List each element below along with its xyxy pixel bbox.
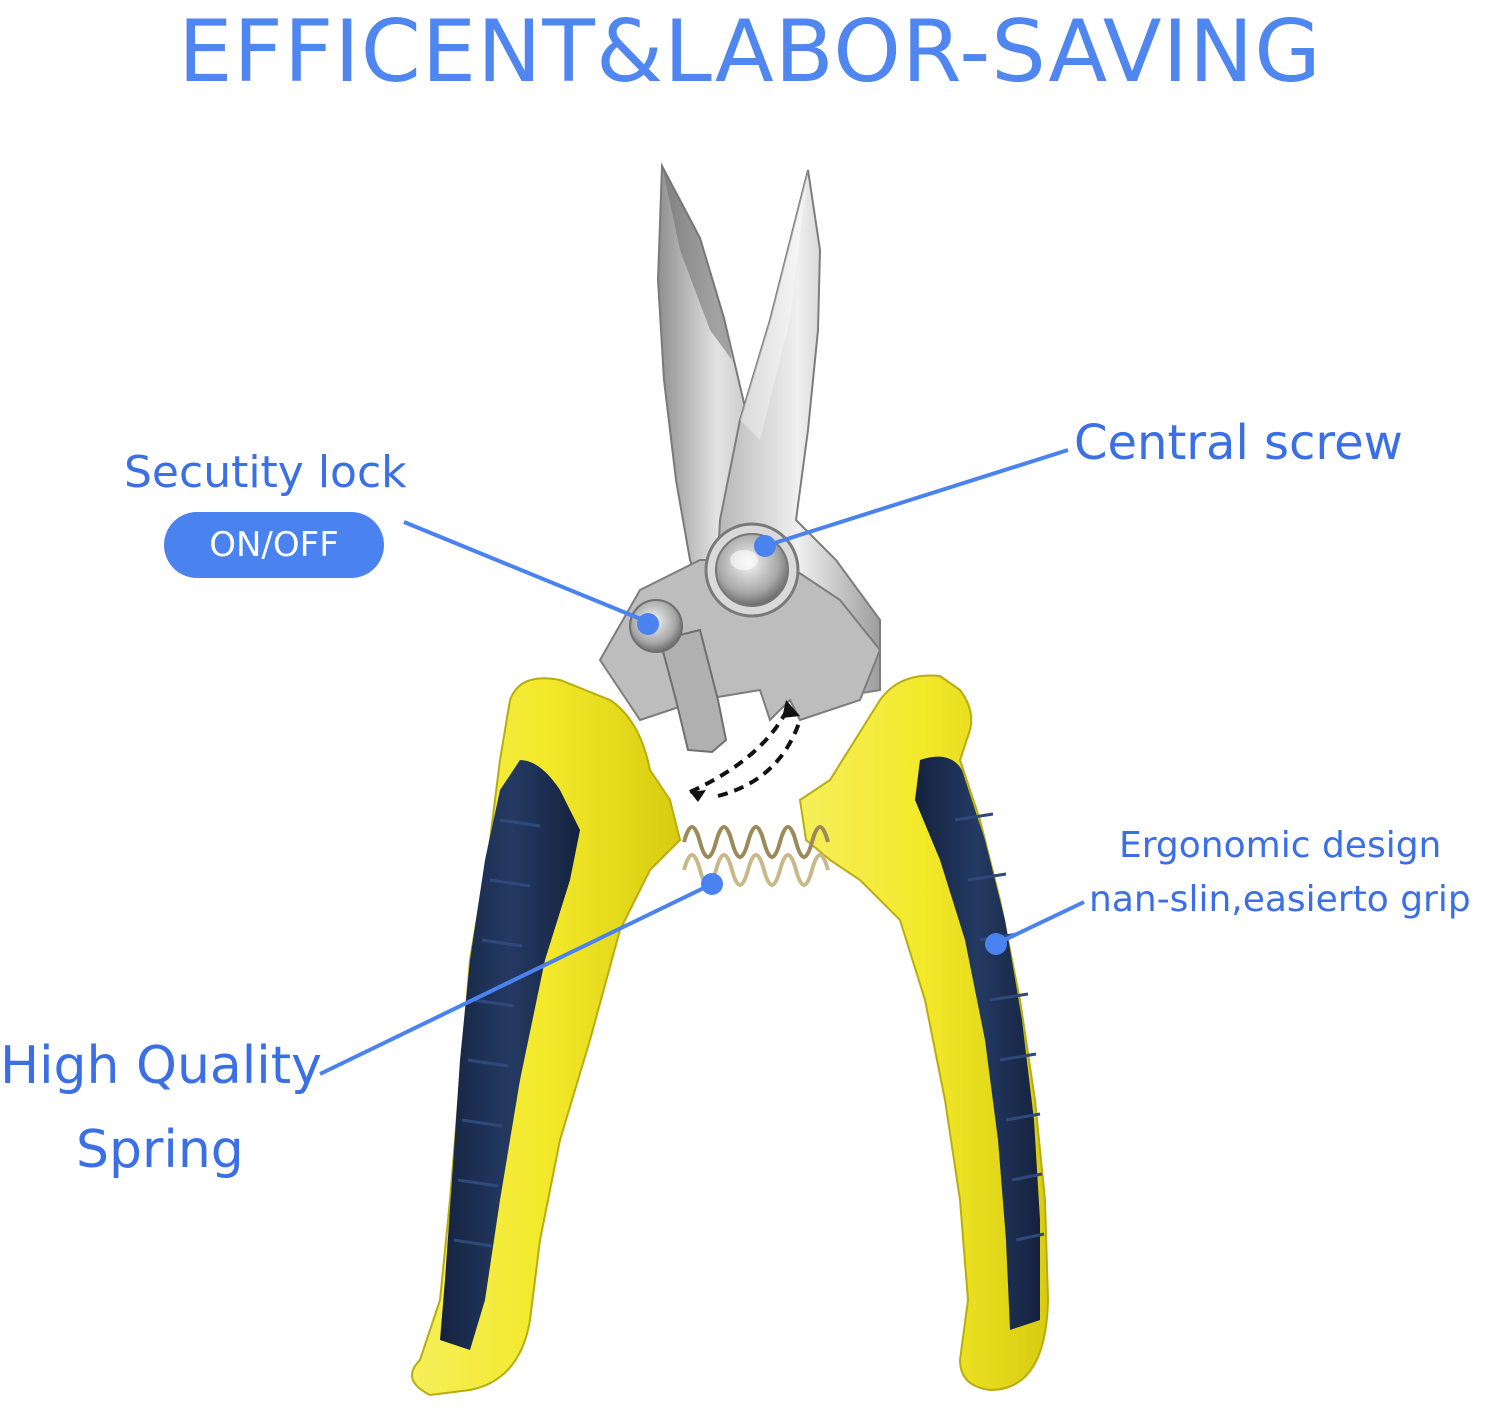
lock-motion-arrow-icon xyxy=(689,711,802,798)
ergonomic-label-line1: Ergonomic design xyxy=(1119,825,1442,866)
ergo-callout-line xyxy=(995,900,1085,946)
page-title: EFFICENT&LABOR-SAVING xyxy=(178,2,1322,102)
screw-callout-dot xyxy=(754,535,776,557)
spring-label-line2: Spring xyxy=(76,1120,244,1180)
ergo-callout-dot xyxy=(985,933,1007,955)
left-grip xyxy=(440,760,580,1350)
on-off-badge: ON/OFF xyxy=(164,512,384,578)
spring-label-line1: High Quality xyxy=(0,1036,322,1096)
spring-callout-dot xyxy=(701,873,723,895)
central-screw-icon xyxy=(704,522,800,618)
left-blade-edge xyxy=(662,166,732,360)
right-grip xyxy=(915,756,1040,1330)
spring-callout-line xyxy=(319,882,713,1076)
security-lock-label: Secutity lock xyxy=(124,447,407,498)
lock-callout-line xyxy=(403,520,649,624)
central-screw-label: Central screw xyxy=(1074,415,1403,471)
left-grip-ridges xyxy=(453,818,541,1248)
screw-callout-line xyxy=(764,448,1069,548)
lock-callout-dot xyxy=(637,613,659,635)
ergonomic-label-line2: nan-slin,easierto grip xyxy=(1089,879,1471,920)
